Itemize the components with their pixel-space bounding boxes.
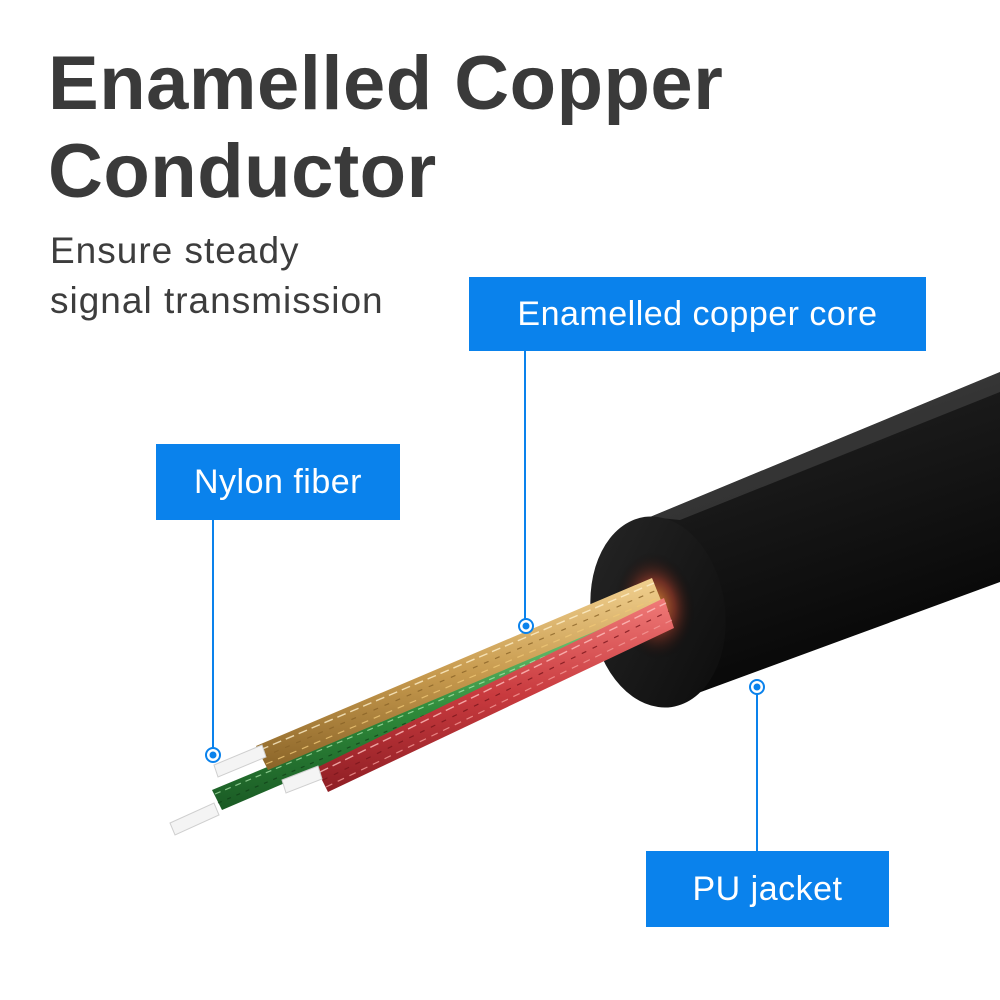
callout-leader-nylon	[205, 520, 221, 763]
pu-jacket	[590, 372, 1000, 708]
title-line-2: Conductor	[48, 129, 437, 214]
copper-wire	[256, 578, 662, 770]
callout-label-pu-jacket: PU jacket	[646, 851, 889, 927]
callout-label-copper-core: Enamelled copper core	[469, 277, 926, 351]
subtitle: Ensure steady signal transmission	[50, 226, 384, 326]
subtitle-line-1: Ensure steady	[50, 230, 300, 271]
subtitle-line-2: signal transmission	[50, 280, 384, 321]
nylon-fiber-tips	[169, 744, 323, 836]
red-wire	[316, 598, 674, 792]
callout-leader-jacket	[749, 679, 765, 851]
callout-leader-core	[518, 351, 534, 634]
title-line-1: Enamelled Copper	[48, 41, 724, 126]
page-title: Enamelled Copper Conductor	[48, 40, 723, 216]
callout-label-nylon-fiber: Nylon fiber	[156, 444, 400, 520]
